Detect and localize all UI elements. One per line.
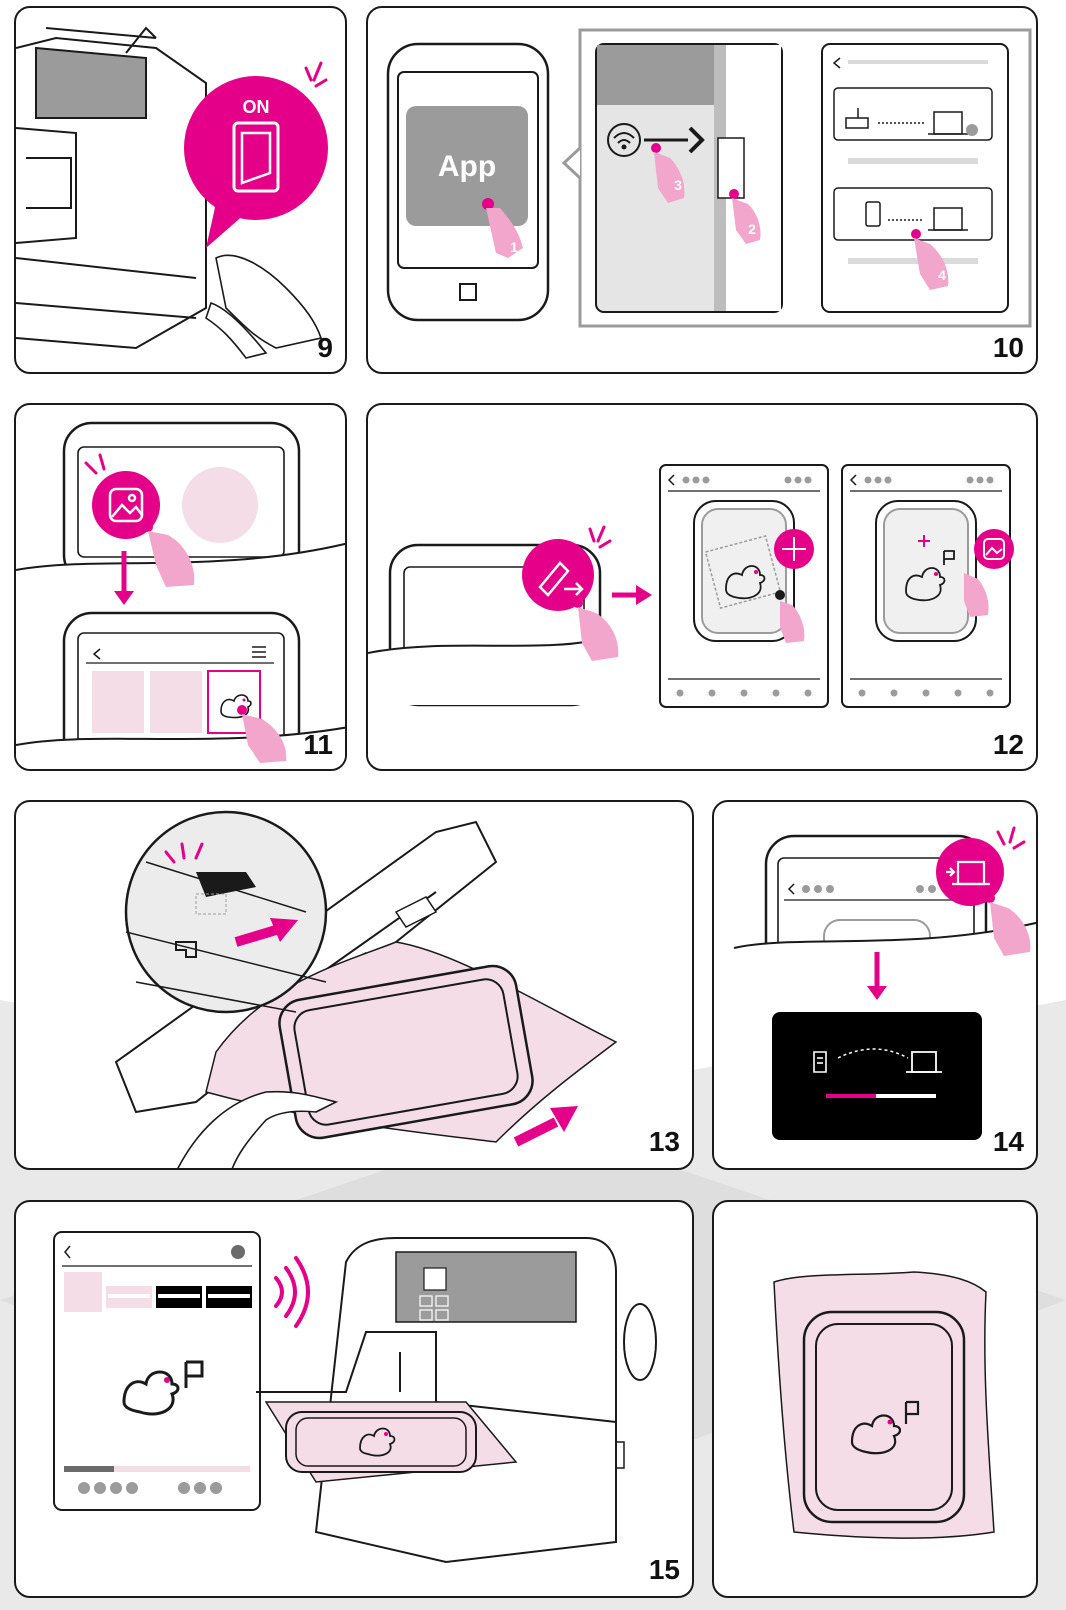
finished-result-panel — [712, 1200, 1038, 1598]
step-14-panel: 14 — [712, 800, 1038, 1170]
step-number: 11 — [303, 731, 333, 759]
callout-3: 3 — [674, 177, 682, 193]
step-15-panel: 15 — [14, 1200, 694, 1598]
wifi-signal-icon — [276, 1258, 308, 1326]
settings-screen: 3 2 — [596, 44, 782, 312]
step-number: 15 — [649, 1556, 680, 1584]
on-label: ON — [243, 97, 270, 117]
step-number: 12 — [993, 731, 1024, 759]
tablet-screen — [368, 527, 618, 705]
edit-screen-move — [660, 465, 828, 707]
step-10-panel: App 1 — [366, 6, 1038, 374]
tablet-screen-bottom — [16, 613, 347, 771]
tablet-screen — [734, 828, 1038, 992]
step-number: 9 — [317, 334, 333, 362]
tablet-screen-top — [16, 423, 347, 605]
hand-illustration — [206, 255, 321, 358]
app-label: App — [438, 150, 496, 183]
edit-screen-add-image — [842, 465, 1014, 707]
step-number: 14 — [993, 1128, 1024, 1156]
step-12-panel: 12 — [366, 403, 1038, 771]
step-number: 13 — [649, 1128, 680, 1156]
phone-illustration: App 1 — [388, 44, 548, 320]
callout-2: 2 — [748, 221, 756, 237]
finished-embroidery — [774, 1272, 994, 1538]
sewing-machine-body — [16, 28, 206, 348]
sewing-machine-body — [256, 1238, 656, 1562]
step-11-panel: 11 — [14, 403, 347, 771]
zoom-callout — [126, 812, 326, 1012]
connection-screen: 4 — [822, 44, 1008, 312]
step-9-panel: ON 9 — [14, 6, 347, 374]
step-13-panel: 13 — [14, 800, 694, 1170]
step-number: 10 — [993, 334, 1024, 362]
callout-4: 4 — [938, 267, 946, 283]
callout-1: 1 — [510, 239, 518, 255]
transfer-screen — [772, 1012, 982, 1140]
tablet-screen — [54, 1232, 260, 1510]
